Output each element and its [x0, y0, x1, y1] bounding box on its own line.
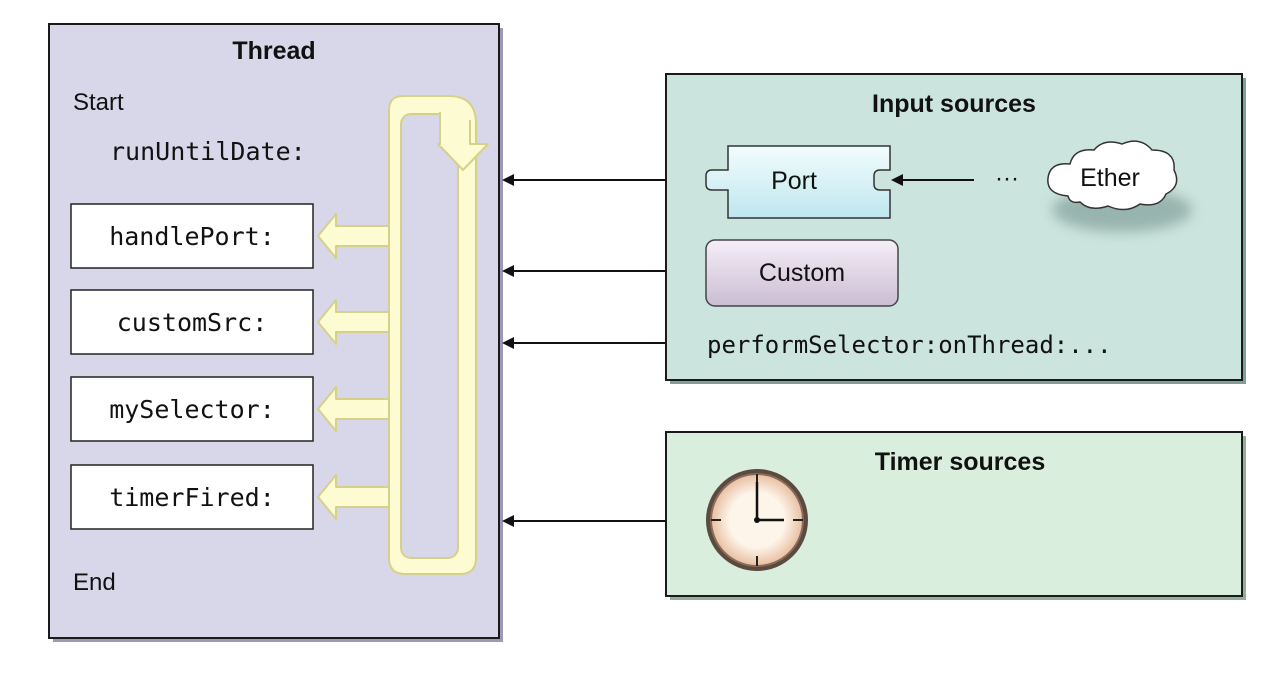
thread-title: Thread — [232, 37, 315, 65]
source-arrows — [502, 174, 666, 527]
timer-sources-title: Timer sources — [875, 448, 1045, 476]
perform-selector-label: performSelector:onThread:... — [707, 331, 1112, 359]
port-block: Port — [705, 145, 891, 219]
start-label: Start — [73, 89, 124, 116]
handler-label: timerFired: — [109, 483, 275, 512]
run-until-date-label: runUntilDate: — [110, 137, 306, 166]
end-label: End — [73, 569, 116, 596]
thread-panel: Thread Start runUntilDate: End handlePor… — [48, 23, 503, 642]
clock-icon — [706, 469, 808, 571]
handler-label: customSrc: — [117, 308, 268, 337]
handler-label: handlePort: — [109, 222, 275, 251]
input-sources-panel: Input sources Port ··· Ether Custom perf… — [665, 73, 1246, 384]
input-sources-title: Input sources — [872, 90, 1036, 118]
handler-arrows — [317, 213, 390, 520]
handler-box-timer-fired: timerFired: — [70, 464, 314, 530]
run-loop-arrow — [388, 95, 489, 575]
custom-label: Custom — [759, 259, 845, 287]
ether-label: Ether — [1080, 164, 1140, 192]
port-label: Port — [771, 167, 817, 195]
ellipsis-dots: ··· — [995, 165, 1019, 192]
custom-block: Custom — [705, 239, 899, 307]
handler-label: mySelector: — [109, 395, 275, 424]
handler-box-handle-port: handlePort: — [70, 203, 314, 269]
ether-cloud: Ether — [1047, 140, 1192, 232]
handler-box-my-selector: mySelector: — [70, 376, 314, 442]
handler-box-custom-src: customSrc: — [70, 289, 314, 355]
timer-sources-panel: Timer sources — [665, 431, 1246, 600]
